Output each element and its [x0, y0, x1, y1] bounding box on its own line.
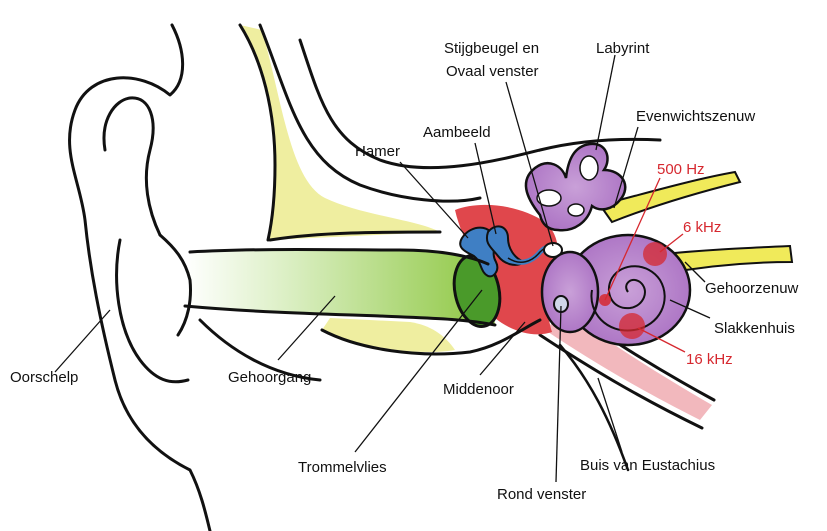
label-gehoorzenuw: Gehoorzenuw	[705, 280, 799, 297]
label-evenwichtszenuw: Evenwichtszenuw	[636, 108, 755, 125]
label-middenoor: Middenoor	[443, 381, 514, 398]
label-gehoorgang: Gehoorgang	[228, 369, 311, 386]
vestibule	[542, 252, 598, 332]
leader-oorschelp	[55, 310, 110, 372]
skull-line-3	[300, 40, 660, 168]
label-hamer: Hamer	[355, 143, 400, 160]
label-buis-van-eustachius: Buis van Eustachius	[580, 457, 715, 474]
label-labyrint: Labyrint	[596, 40, 650, 57]
concha-edge	[160, 235, 191, 335]
label-stijgbeugel-line1: Stijgbeugel en	[444, 40, 539, 57]
label-oorschelp: Oorschelp	[10, 369, 78, 386]
label-trommelvlies: Trommelvlies	[298, 459, 387, 476]
label-16khz: 16 kHz	[686, 351, 733, 368]
freq-spot-16khz	[619, 313, 645, 339]
skull-line-1	[240, 25, 275, 240]
label-stijgbeugel-line2: Ovaal venster	[446, 63, 539, 80]
canal-hole-3	[568, 204, 584, 216]
lower-canal-tissue	[322, 318, 455, 352]
label-aambeeld: Aambeeld	[423, 124, 491, 141]
label-6khz: 6 kHz	[683, 219, 721, 236]
leader-eustachius	[598, 378, 622, 452]
pinna-inner-fold	[104, 98, 160, 235]
pinna-antihelix	[117, 240, 188, 382]
label-slakkenhuis: Slakkenhuis	[714, 320, 795, 337]
label-500hz: 500 Hz	[657, 161, 705, 178]
canal-hole-2	[580, 156, 598, 180]
freq-spot-6khz	[643, 242, 667, 266]
leader-labyrint	[596, 55, 615, 150]
label-rond-venster: Rond venster	[497, 486, 586, 503]
